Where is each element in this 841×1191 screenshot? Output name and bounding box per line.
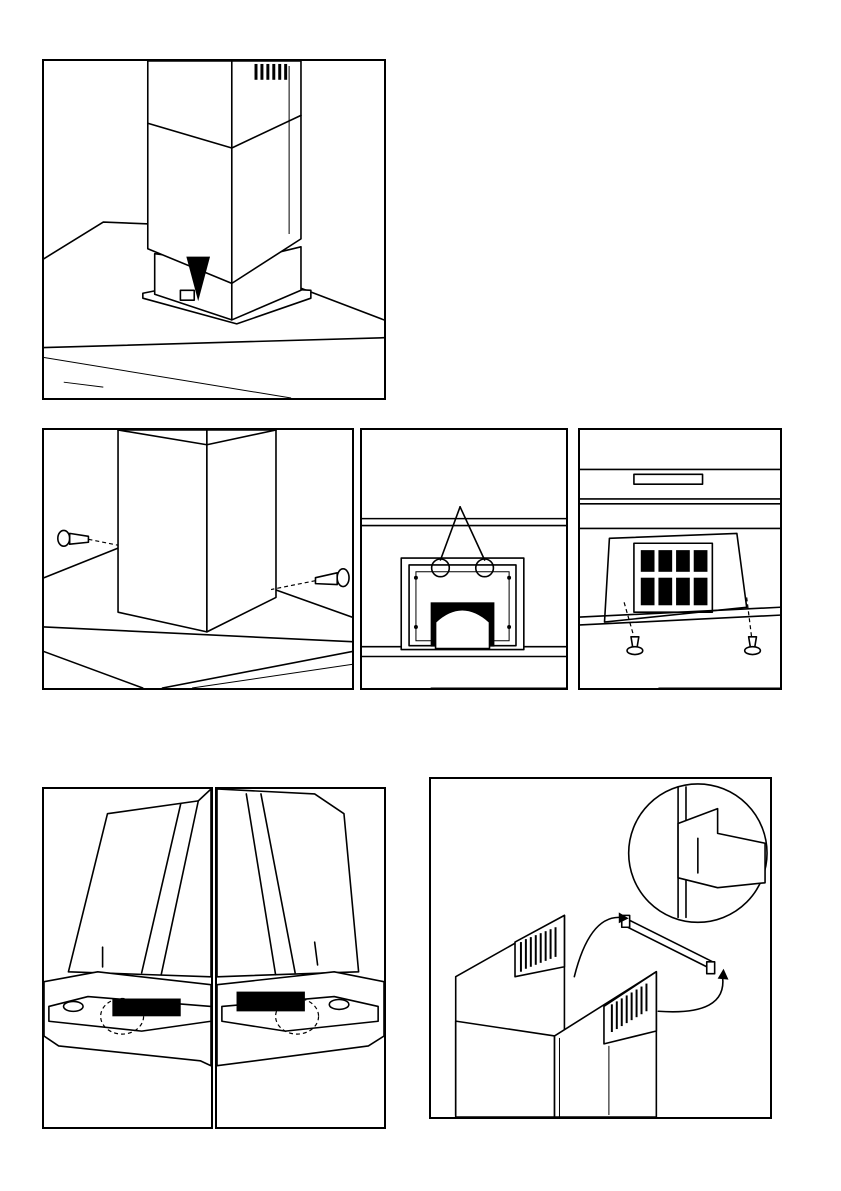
figure-hood-left	[42, 787, 213, 1129]
figure-chimney-screws	[42, 428, 354, 690]
figure-chimney-lower	[42, 59, 386, 400]
screw-right-icon	[271, 569, 349, 590]
hood-left-illustration	[44, 789, 211, 1127]
hood-right-illustration	[217, 789, 384, 1127]
figure-hood-right	[215, 787, 386, 1129]
filter-underside-illustration	[580, 430, 780, 688]
chimney-lower-illustration	[44, 61, 384, 398]
figure-bracket-detail	[360, 428, 568, 690]
screw-left-icon	[58, 530, 118, 546]
figure-filter-underside	[578, 428, 782, 690]
arrow-curve-icon	[574, 917, 618, 976]
bracket-detail-illustration	[362, 430, 566, 688]
chimney-bracket-assembly-illustration	[431, 779, 770, 1117]
arrow-curve-icon	[658, 977, 723, 1012]
figure-chimney-bracket-assembly	[429, 777, 772, 1119]
control-panel-icon	[634, 474, 703, 484]
bracket-bar-icon	[624, 917, 713, 969]
chimney-screws-illustration	[44, 430, 352, 688]
